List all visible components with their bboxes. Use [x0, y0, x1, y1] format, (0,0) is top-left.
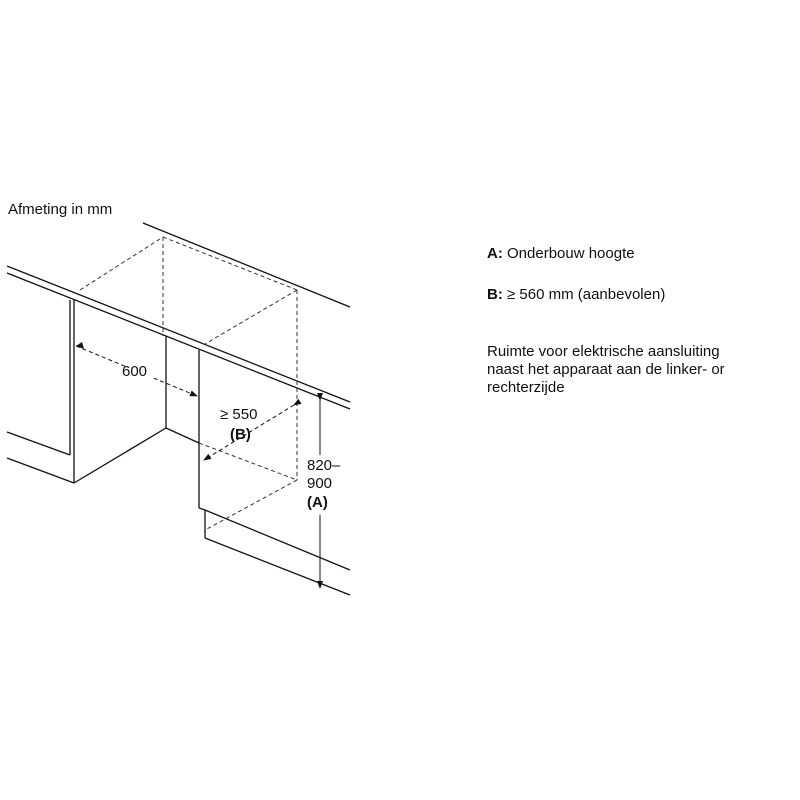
- legend-b-text: ≥ 560 mm (aanbevolen): [507, 286, 666, 303]
- width-label: 600: [122, 363, 147, 380]
- dimension-lines: [75, 342, 323, 589]
- height-label-2: 900: [307, 475, 332, 492]
- diagram-title: Afmeting in mm: [8, 201, 113, 218]
- note-line-1: Ruimte voor elektrische aansluiting: [487, 343, 720, 360]
- legend-b: B: ≥ 560 mm (aanbevolen): [487, 286, 665, 304]
- note-line-2: naast het apparaat aan de linker- or: [487, 361, 725, 378]
- depth-label: ≥ 550: [220, 406, 257, 423]
- note-line-3: rechterzijde: [487, 379, 565, 396]
- height-ref-label: (A): [307, 494, 328, 511]
- depth-ref-label: (B): [230, 426, 251, 443]
- legend-a: A: Onderbouw hoogte: [487, 245, 635, 263]
- height-label-1: 820–: [307, 457, 341, 474]
- legend-b-key: B:: [487, 286, 503, 303]
- hidden-lines: [79, 236, 298, 531]
- legend-a-text: Onderbouw hoogte: [507, 245, 635, 262]
- legend-a-key: A:: [487, 245, 503, 262]
- depth-dimension-arrow: [203, 398, 302, 461]
- solid-lines: [6, 222, 351, 596]
